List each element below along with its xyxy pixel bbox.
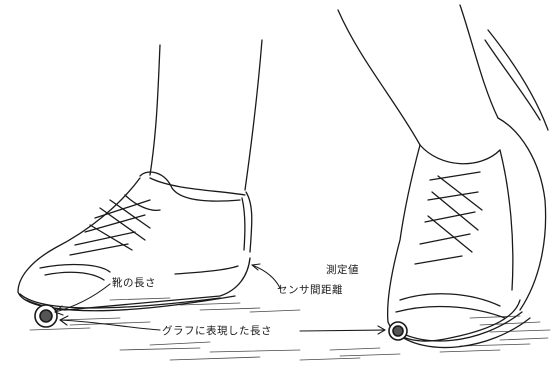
label-measured-value: 測定値 (326, 265, 359, 276)
left-shoe (18, 40, 262, 311)
label-graph-length: グラフに表現した長さ (162, 326, 272, 337)
right-shoe (338, 5, 548, 348)
label-sensor-distance: センサ間距離 (277, 285, 343, 296)
sensor-left (35, 305, 57, 327)
sensor-right (389, 322, 407, 340)
label-shoe-length: 靴の長さ (112, 278, 156, 289)
